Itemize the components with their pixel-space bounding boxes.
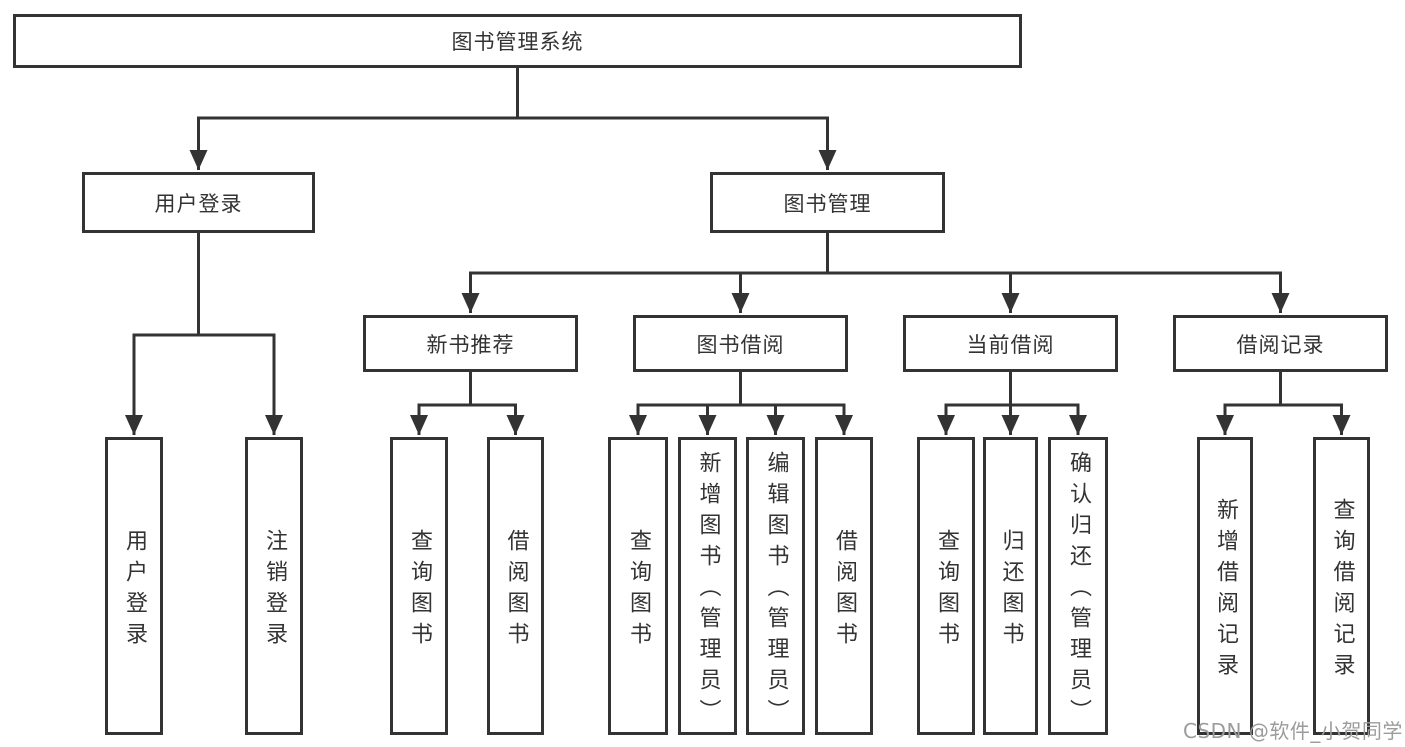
leaf-query-books-borrow: 查询图书 bbox=[608, 437, 668, 735]
leaf-borrow-books-recommend: 借阅图书 bbox=[487, 437, 544, 735]
leaf-logout-label: 注销登录 bbox=[262, 528, 287, 653]
leaf-query-borrow-record-label: 查询借阅记录 bbox=[1329, 497, 1355, 684]
leaf-query-books-current: 查询图书 bbox=[917, 437, 975, 735]
node-borrow-records: 借阅记录 bbox=[1173, 315, 1388, 372]
leaf-borrow-books-recommend-label: 借阅图书 bbox=[503, 528, 529, 653]
leaf-edit-books-admin-label: 编辑图书（管理员） bbox=[763, 451, 789, 730]
csdn-watermark: CSDN @软件_小贺同学 bbox=[1183, 719, 1403, 743]
leaf-query-borrow-record: 查询借阅记录 bbox=[1313, 437, 1370, 735]
leaf-add-books-admin: 新增图书（管理员） bbox=[678, 437, 737, 735]
leaf-add-books-admin-label: 新增图书（管理员） bbox=[695, 451, 721, 730]
leaf-query-books-borrow-label: 查询图书 bbox=[626, 528, 651, 653]
leaf-query-books-recommend: 查询图书 bbox=[390, 437, 448, 735]
leaf-query-books-recommend-label: 查询图书 bbox=[407, 528, 432, 653]
leaf-query-books-current-label: 查询图书 bbox=[934, 528, 959, 653]
leaf-return-books: 归还图书 bbox=[983, 437, 1038, 735]
leaf-user-login: 用户登录 bbox=[105, 437, 163, 735]
leaf-edit-books-admin: 编辑图书（管理员） bbox=[746, 437, 805, 735]
node-current-borrow: 当前借阅 bbox=[903, 315, 1118, 372]
leaf-add-borrow-record-label: 新增借阅记录 bbox=[1213, 497, 1238, 684]
node-library-system: 图书管理系统 bbox=[13, 14, 1022, 68]
node-book-borrow: 图书借阅 bbox=[633, 315, 848, 372]
leaf-borrow-books: 借阅图书 bbox=[815, 437, 873, 735]
leaf-user-login-label: 用户登录 bbox=[122, 528, 147, 653]
leaf-return-books-label: 归还图书 bbox=[998, 528, 1024, 653]
node-new-book-recommend: 新书推荐 bbox=[363, 315, 578, 372]
leaf-borrow-books-label: 借阅图书 bbox=[832, 528, 857, 653]
node-user-login: 用户登录 bbox=[82, 172, 315, 233]
leaf-logout: 注销登录 bbox=[245, 437, 303, 735]
leaf-confirm-return-admin: 确认归还（管理员） bbox=[1048, 437, 1108, 735]
leaf-confirm-return-admin-label: 确认归还（管理员） bbox=[1066, 451, 1091, 730]
node-book-management: 图书管理 bbox=[710, 172, 945, 233]
leaf-add-borrow-record: 新增借阅记录 bbox=[1197, 437, 1253, 735]
